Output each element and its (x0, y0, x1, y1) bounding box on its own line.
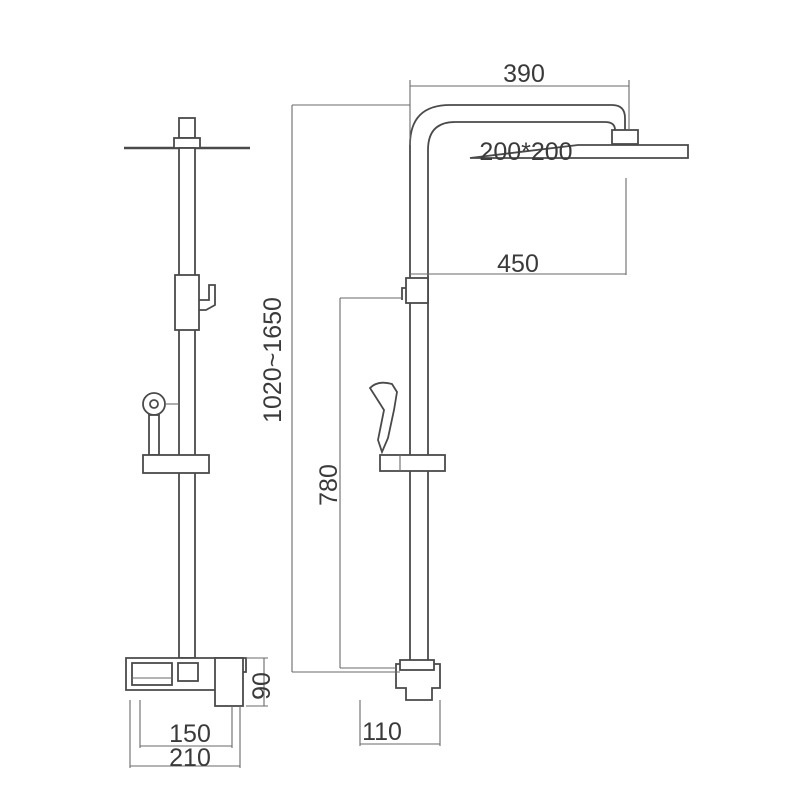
side-valve-body (395, 663, 441, 701)
front-view-dimensions: 90 150 210 (129, 657, 276, 772)
front-mixer-right-knob (214, 657, 244, 707)
side-riser-inner (427, 121, 616, 660)
side-diverter-block (405, 277, 429, 304)
side-view-dimensions: 390 200*200 450 1020~1650 780 110 (259, 60, 630, 746)
side-slider-bracket (379, 454, 446, 472)
dim-450-label: 450 (497, 250, 539, 278)
front-diverter-lever (199, 284, 216, 311)
side-view (368, 104, 689, 701)
side-valve-nut (399, 659, 435, 671)
dim-780-label: 780 (315, 464, 343, 506)
dim-total-label: 1020~1650 (259, 297, 287, 423)
front-diverter-block (174, 274, 200, 331)
front-hand-shower-center (149, 399, 159, 409)
front-mixer-inner-center (177, 662, 199, 682)
front-head-joint (173, 137, 201, 149)
side-head-connector (611, 129, 639, 145)
dim-150-label: 150 (169, 720, 211, 748)
front-riser-pipe (178, 147, 196, 659)
side-diverter-lever (401, 287, 406, 300)
dim-390-label: 390 (503, 60, 545, 88)
dim-110-label: 110 (362, 718, 402, 746)
dim-210-label: 210 (169, 744, 211, 772)
front-mixer-inner-left (131, 662, 173, 686)
side-hand-shower (368, 381, 398, 455)
front-top-connector (178, 117, 196, 139)
front-view (124, 117, 250, 707)
dim-200x200-label: 200*200 (479, 138, 572, 166)
side-rain-shower-head (469, 144, 689, 159)
front-slider-bracket (142, 454, 210, 474)
side-riser-outer (409, 104, 626, 660)
dim-90-label: 90 (248, 672, 276, 700)
front-hand-shower-handle (148, 414, 160, 456)
